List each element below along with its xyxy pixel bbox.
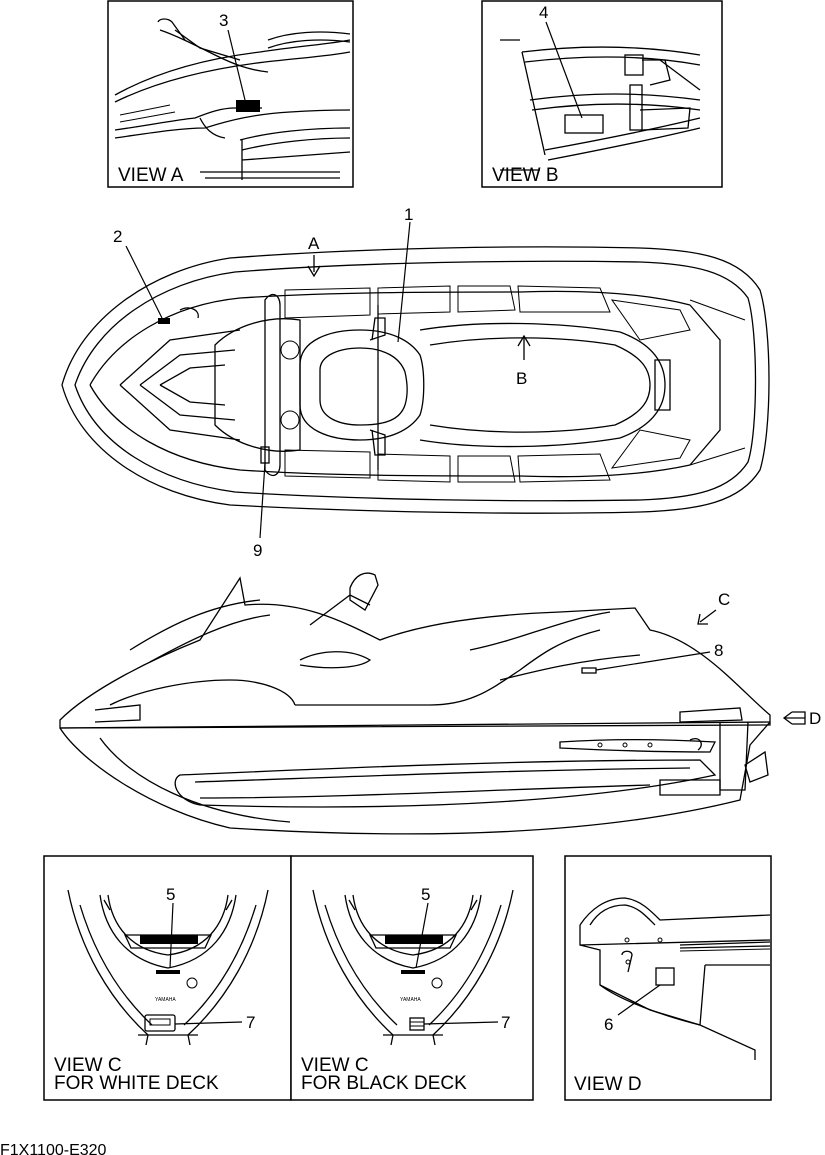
view-c-black-panel: YAMAHA 5 7 VIEW C FOR BLACK DECK	[290, 855, 534, 1101]
top-view-annotations: A B 1 2 9	[113, 205, 531, 560]
view-d-panel: 6 VIEW D	[564, 855, 772, 1101]
label-7-mark-white	[144, 1014, 176, 1032]
label-7-mark-black	[409, 1017, 425, 1031]
arrow-letter-d: D	[809, 709, 821, 728]
label-3-mark	[236, 100, 260, 112]
leader-1	[397, 221, 411, 343]
view-c-black-caption-2: FOR BLACK DECK	[301, 1073, 467, 1094]
view-a-drawing	[114, 18, 351, 180]
leader-8	[595, 651, 711, 671]
arrow-c	[697, 609, 717, 625]
callout-7-white: 7	[246, 1013, 255, 1032]
brand-mark-black: YAMAHA	[400, 997, 421, 1003]
leader-6	[617, 984, 661, 1016]
label-5-mark-white	[156, 970, 180, 974]
leader-7-white	[174, 1021, 243, 1025]
label-8-mark	[581, 667, 597, 674]
view-c-white-drawing: YAMAHA	[67, 889, 269, 1046]
label-6-mark	[655, 967, 675, 986]
view-b-drawing	[500, 39, 701, 171]
callout-4: 4	[539, 3, 548, 22]
arrow-letter-b: B	[516, 369, 527, 388]
view-b-caption: VIEW B	[492, 165, 559, 186]
side-view-annotations: C D 8	[595, 590, 821, 728]
leader-3	[227, 29, 246, 101]
label-5-mark-black	[401, 970, 425, 974]
view-c-white-caption-1: VIEW C	[54, 1055, 122, 1076]
view-d-frame	[564, 855, 772, 1101]
callout-1: 1	[404, 205, 413, 224]
callout-7-black: 7	[501, 1013, 510, 1032]
view-c-black-drawing: YAMAHA	[312, 889, 514, 1046]
leader-9	[259, 462, 266, 539]
brand-mark-white: YAMAHA	[155, 997, 176, 1003]
view-c-black-caption-1: VIEW C	[301, 1055, 369, 1076]
top-view-hull	[61, 246, 770, 514]
view-c-white-caption-2: FOR WHITE DECK	[54, 1073, 219, 1094]
label-4-mark	[564, 114, 604, 134]
arrow-b	[517, 334, 531, 360]
label-2-mark	[158, 318, 170, 324]
leader-4	[545, 21, 583, 119]
view-b-panel: 4 VIEW B	[481, 0, 723, 188]
callout-6: 6	[604, 1015, 613, 1034]
side-view-hull	[59, 572, 771, 835]
view-d-caption: VIEW D	[574, 1074, 642, 1095]
leader-2	[125, 245, 163, 319]
callout-2: 2	[113, 227, 122, 246]
arrow-a	[307, 255, 321, 278]
arrow-letter-c: C	[718, 590, 730, 609]
callout-9: 9	[253, 541, 262, 560]
callout-5-white: 5	[166, 885, 175, 904]
view-c-black-frame	[290, 855, 534, 1101]
view-a-frame	[107, 0, 354, 188]
callout-3: 3	[219, 11, 228, 30]
view-c-white-frame	[43, 855, 292, 1101]
view-a-caption: VIEW A	[118, 165, 184, 186]
view-a-panel: 3 VIEW A	[107, 0, 354, 188]
callout-5-black: 5	[421, 885, 430, 904]
arrow-letter-a: A	[308, 234, 320, 253]
leader-5-black	[415, 902, 429, 969]
arrow-d	[782, 711, 806, 725]
view-d-drawing	[579, 897, 771, 1060]
drawing-code: F1X1100-E320	[0, 1142, 107, 1155]
callout-8: 8	[714, 641, 723, 660]
view-b-frame	[481, 0, 723, 188]
leader-7-black	[423, 1021, 499, 1025]
leader-5-white	[169, 902, 174, 969]
view-c-white-panel: YAMAHA 5 7 VIEW C FOR WHITE DECK	[43, 855, 292, 1101]
